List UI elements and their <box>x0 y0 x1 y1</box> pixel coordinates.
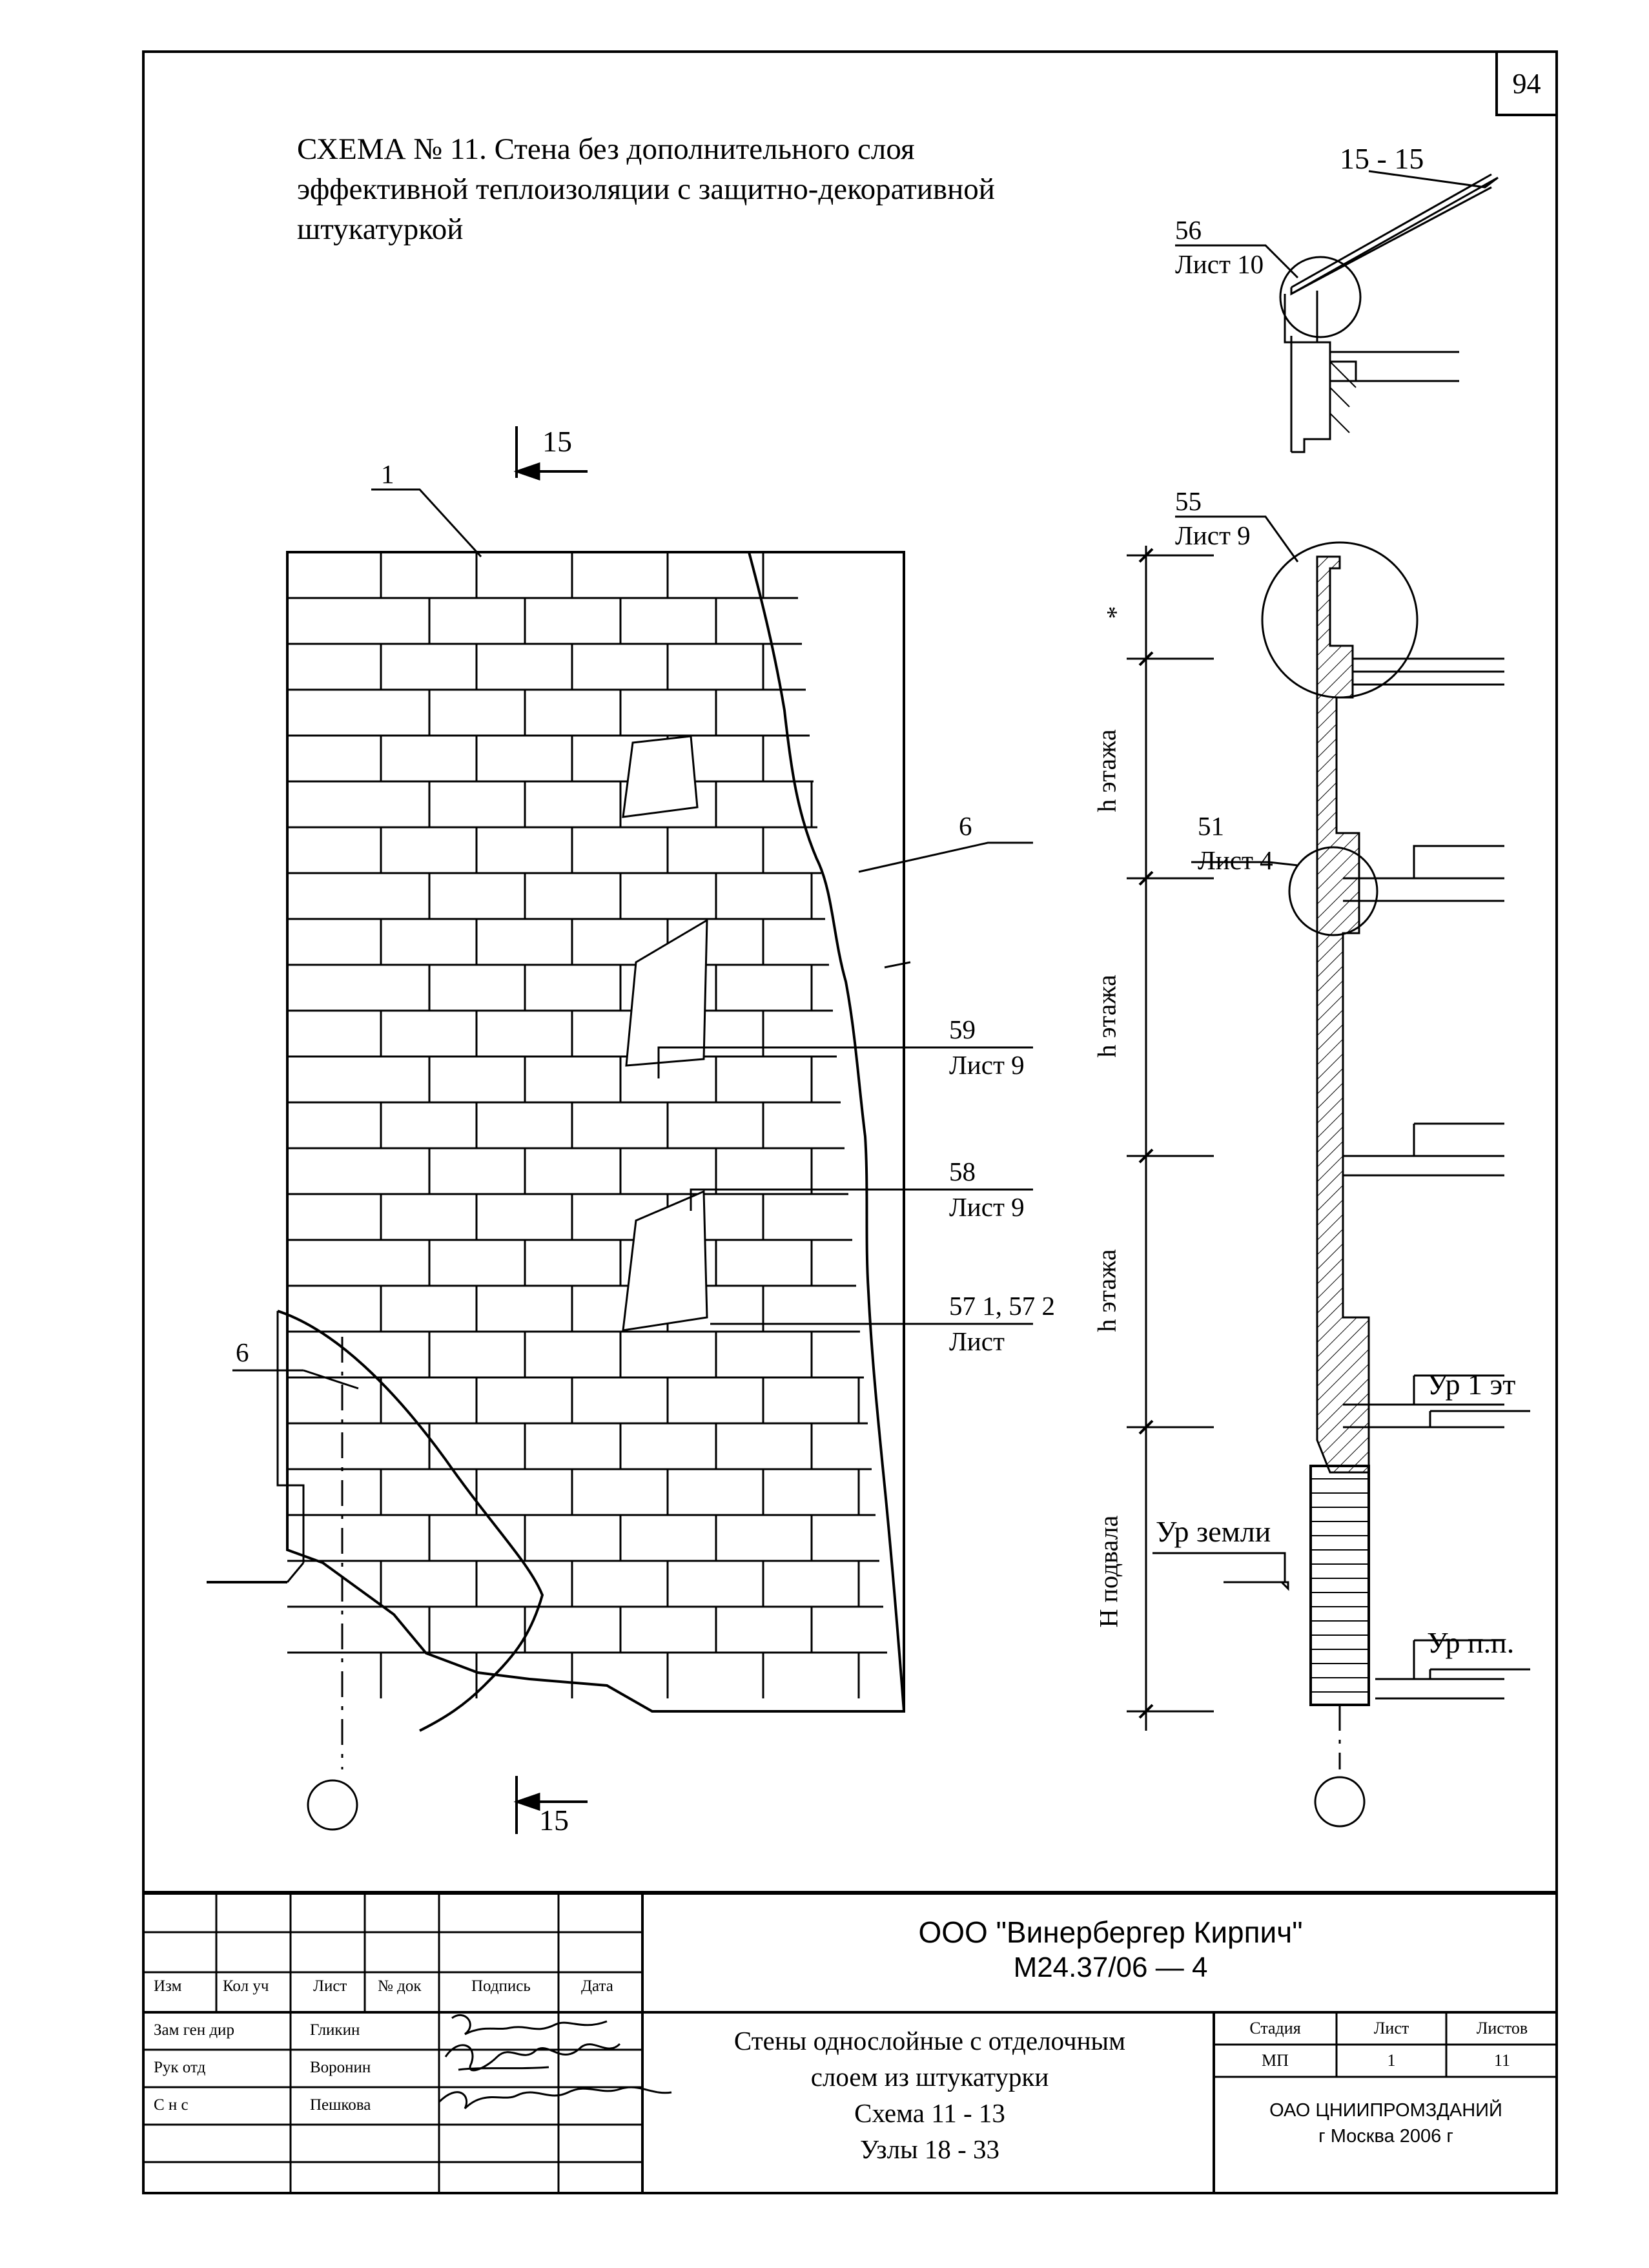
tb-header-podpis: Подпись <box>471 1977 531 1995</box>
tb-header-ndoc: № док <box>378 1977 422 1995</box>
callout-59-sheet: Лист 9 <box>949 1050 1025 1080</box>
callout-59-number: 59 <box>949 1015 976 1044</box>
drawing-description: Стены однослойные с отделочным слоем из … <box>646 2023 1214 2167</box>
description-line: Схема 11 - 13 <box>854 2098 1005 2128</box>
callout-51-sheet: Лист 4 <box>1198 845 1273 875</box>
cut-marker-top-label: 15 <box>542 425 572 458</box>
callout-6-plaster-lower: 6 <box>236 1337 249 1367</box>
tb-header-kol: Кол уч <box>223 1977 269 1995</box>
callout-1: 1 <box>381 459 394 489</box>
tb-sheets-label: Листов <box>1476 2019 1528 2037</box>
callout-51-number: 51 <box>1198 811 1224 841</box>
brick-wall-elevation <box>207 426 1033 1834</box>
tb-stage-value: МП <box>1262 2051 1289 2070</box>
title-block <box>142 1892 1558 2194</box>
dimension-star: * <box>1101 606 1131 619</box>
tb-header-list: Лист <box>313 1977 347 1995</box>
section-label: 15 - 15 <box>1340 142 1424 175</box>
callout-56-sheet: Лист 10 <box>1175 249 1264 279</box>
dimension-chain <box>1127 546 1530 1731</box>
callout-58-number: 58 <box>949 1157 976 1186</box>
tb-row-role: С н с <box>154 2096 189 2114</box>
cut-marker-bottom-label: 15 <box>539 1804 569 1837</box>
sheet-frame <box>142 50 1558 2194</box>
level-basement-floor: Ур п.п. <box>1427 1626 1515 1659</box>
tb-header-data: Дата <box>581 1977 613 1995</box>
scheme-title: СХЕМА № 11. Стена без дополнительного сл… <box>297 132 995 246</box>
dimension-basement-height: H подвала <box>1094 1515 1123 1628</box>
document-code: М24.37/06 — 4 <box>1013 1952 1208 1983</box>
description-line: Стены однослойные с отделочным <box>733 2026 1126 2056</box>
roof-section-detail <box>1175 170 1499 453</box>
dimension-floor-height-1: h этажа <box>1092 729 1122 812</box>
callout-55-sheet: Лист 9 <box>1175 521 1251 550</box>
page-number: 94 <box>1495 50 1558 116</box>
organization: ОАО ЦНИИПРОМЗДАНИЙ г Москва 2006 г <box>1214 2098 1558 2149</box>
callout-57-sheet: Лист <box>949 1326 1005 1356</box>
tb-row-name: Пешкова <box>310 2096 371 2114</box>
organization-name: ОАО ЦНИИПРОМЗДАНИЙ <box>1269 2100 1502 2121</box>
callout-56-number: 56 <box>1175 215 1202 245</box>
tb-sheet-label: Лист <box>1373 2019 1409 2037</box>
level-ground: Ур земли <box>1156 1515 1271 1548</box>
description-line: слоем из штукатурки <box>810 2062 1049 2092</box>
tb-row-name: Гликин <box>310 2021 360 2039</box>
dimension-floor-height-2: h этажа <box>1092 974 1122 1058</box>
wall-section <box>1175 515 1504 1828</box>
tb-row-role: Зам ген дир <box>154 2021 234 2039</box>
description-line: Узлы 18 - 33 <box>859 2134 1000 2164</box>
callout-57-number: 57 1, 57 2 <box>949 1291 1055 1321</box>
callout-6-plaster: 6 <box>959 811 972 841</box>
level-floor-1: Ур 1 эт <box>1427 1368 1516 1401</box>
tb-row-role: Рук отд <box>154 2059 206 2076</box>
tb-header-izm: Изм <box>154 1977 182 1995</box>
tb-stage-label: Стадия <box>1249 2019 1301 2037</box>
company-name: ООО "Винербергер Кирпич" <box>918 1915 1303 1949</box>
dimension-floor-height-3: h этажа <box>1092 1249 1122 1332</box>
tb-row-name: Воронин <box>310 2059 371 2076</box>
callout-55-number: 55 <box>1175 486 1202 516</box>
tb-sheets-value: 11 <box>1493 2051 1511 2070</box>
tb-sheet-value: 1 <box>1387 2051 1396 2070</box>
organization-city-year: г Москва 2006 г <box>1318 2126 1453 2147</box>
signatures <box>438 2014 672 2110</box>
callout-58-sheet: Лист 9 <box>949 1192 1025 1222</box>
